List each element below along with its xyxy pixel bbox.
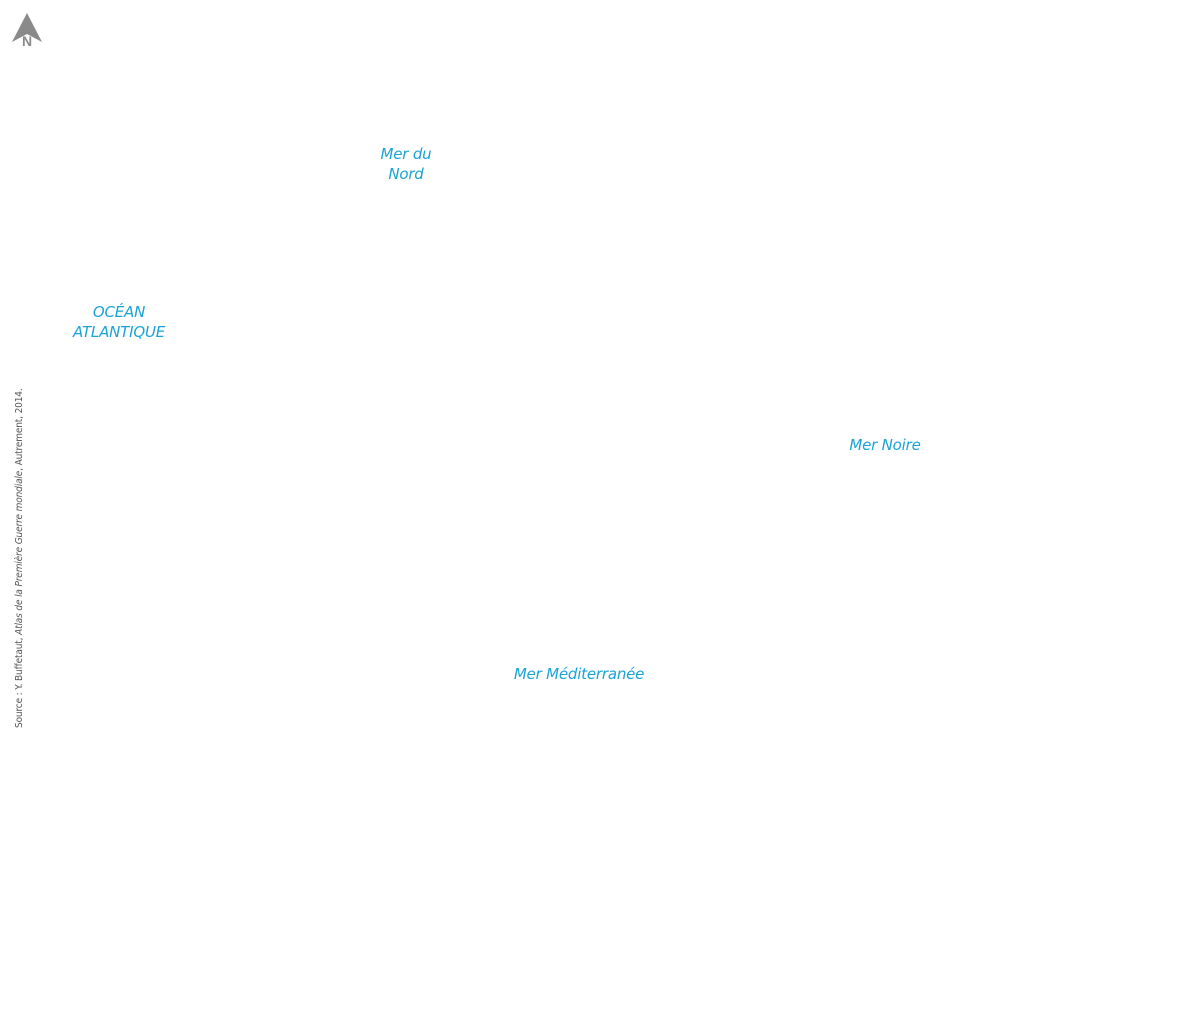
sea-label-mer-mediterranee: Mer Méditerranée xyxy=(513,665,645,683)
sea-label-mer-du-nord: Mer du Nord xyxy=(366,144,446,184)
source-title: Atlas de la Première Guerre mondiale xyxy=(14,470,25,635)
sea-label-mer-noire: Mer Noire xyxy=(849,436,921,454)
source-suffix: , Autrement, 2014. xyxy=(14,388,25,471)
north-arrow-icon: N xyxy=(10,12,44,49)
north-letter: N xyxy=(22,33,32,48)
source-prefix: Source : Y. Buffetaut, xyxy=(14,634,25,728)
sea-label-line: OCÉAN xyxy=(92,303,146,321)
sea-label-line: Nord xyxy=(388,165,424,183)
sea-label-ocean-atlantique: OCÉAN ATLANTIQUE xyxy=(64,302,174,342)
sea-label-line: Mer du xyxy=(380,145,432,163)
source-credit: Source : Y. Buffetaut, Atlas de la Premi… xyxy=(14,388,25,728)
sea-label-line: ATLANTIQUE xyxy=(72,323,166,341)
